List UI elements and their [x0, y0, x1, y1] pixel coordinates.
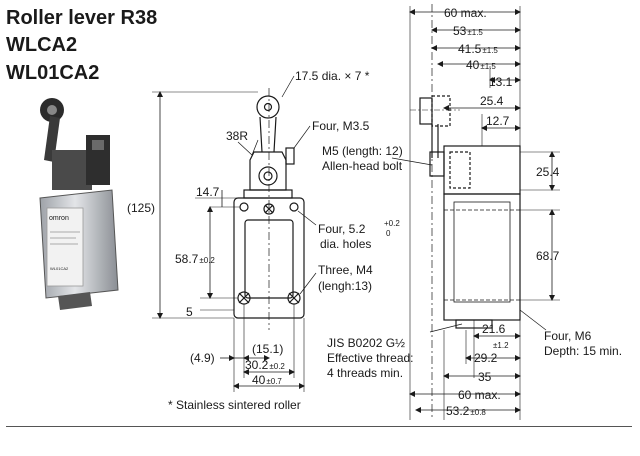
lever-radius-label: 38R: [226, 129, 248, 143]
dim-58-7: 58.7±0.2: [175, 252, 215, 266]
dim-30-2: 30.2±0.2: [245, 358, 285, 372]
dim-4-9: (4.9): [190, 351, 215, 365]
model-wlca2: WLCA2: [6, 34, 78, 56]
lever-outline: [259, 116, 277, 153]
dim-29-2-tol: ±1.2: [493, 341, 509, 350]
product-photo: omron WL01CA2: [39, 98, 119, 310]
dim-53: 53±1.5: [453, 24, 483, 38]
dim-21-6: 21.6: [482, 322, 506, 336]
dim-5: 5: [186, 305, 193, 319]
holes-tol-plus: +0.2: [384, 219, 400, 228]
switch-head: [52, 150, 92, 190]
dim-15-1: (15.1): [252, 342, 283, 356]
dim-35: 35: [478, 370, 492, 384]
front-view: [152, 75, 317, 392]
dim-125: (125): [127, 201, 155, 215]
mount-holes-note-2: dia. holes: [320, 237, 371, 251]
dim-40-front: 40±0.7: [252, 373, 282, 387]
m6-note: Four, M6: [544, 329, 592, 343]
dim-53-2: 53.2±0.8: [446, 404, 486, 418]
roller-diameter-note: 17.5 dia. × 7 *: [295, 69, 370, 83]
side-roller: [419, 97, 433, 125]
m35-screw: [285, 147, 295, 165]
dim-25-4-right: 25.4: [536, 165, 560, 179]
dim-68-7: 68.7: [536, 249, 560, 263]
mount-holes-note: Four, 5.2: [318, 222, 366, 236]
top-screws-note: Four, M3.5: [312, 119, 370, 133]
jis-thread-note: JIS B0202 G½: [327, 336, 405, 350]
m4-length-note: (lengh:13): [318, 279, 372, 293]
roller-circle: [256, 95, 280, 119]
conduit-port: [58, 292, 92, 310]
brand-mark: omron: [49, 215, 69, 222]
roller-footnote: * Stainless sintered roller: [168, 398, 301, 412]
bottom-rule: [6, 426, 632, 427]
side-head: [443, 145, 521, 195]
dim-60-max-bottom: 60 max.: [458, 388, 501, 402]
product-title: Roller lever R38: [6, 7, 158, 29]
m5-bolt-note: M5 (length: 12): [322, 144, 403, 158]
dim-60-max-top: 60 max.: [444, 6, 487, 20]
photo-label-model: WL01CA2: [50, 266, 69, 271]
model-wl01ca2: WL01CA2: [6, 62, 100, 84]
roller-hub: [47, 105, 57, 115]
dim-29-2: 29.2: [474, 351, 498, 365]
dim-25-4-top: 25.4: [480, 94, 504, 108]
dim-14-7: 14.7: [196, 185, 220, 199]
side-body: [443, 193, 521, 321]
dim-41-5: 41.5±1.5: [458, 42, 498, 56]
jis-thread-note-2: Effective thread:: [327, 351, 414, 365]
lever-hub: [249, 151, 287, 191]
m6-depth-note: Depth: 15 min.: [544, 344, 622, 358]
dim-12-7: 12.7: [486, 114, 510, 128]
m5-bolt-note-2: Allen-head bolt: [322, 159, 403, 173]
holes-tol-zero: 0: [386, 229, 391, 238]
side-view: [391, 4, 560, 420]
dim-40-side: 40±1.5: [466, 58, 496, 72]
m4-screws-note: Three, M4: [318, 263, 373, 277]
lever-arm: [44, 116, 60, 162]
body-label: [46, 207, 84, 287]
jis-thread-note-3: 4 threads min.: [327, 366, 403, 380]
dim-13-1: 13.1: [489, 75, 513, 89]
